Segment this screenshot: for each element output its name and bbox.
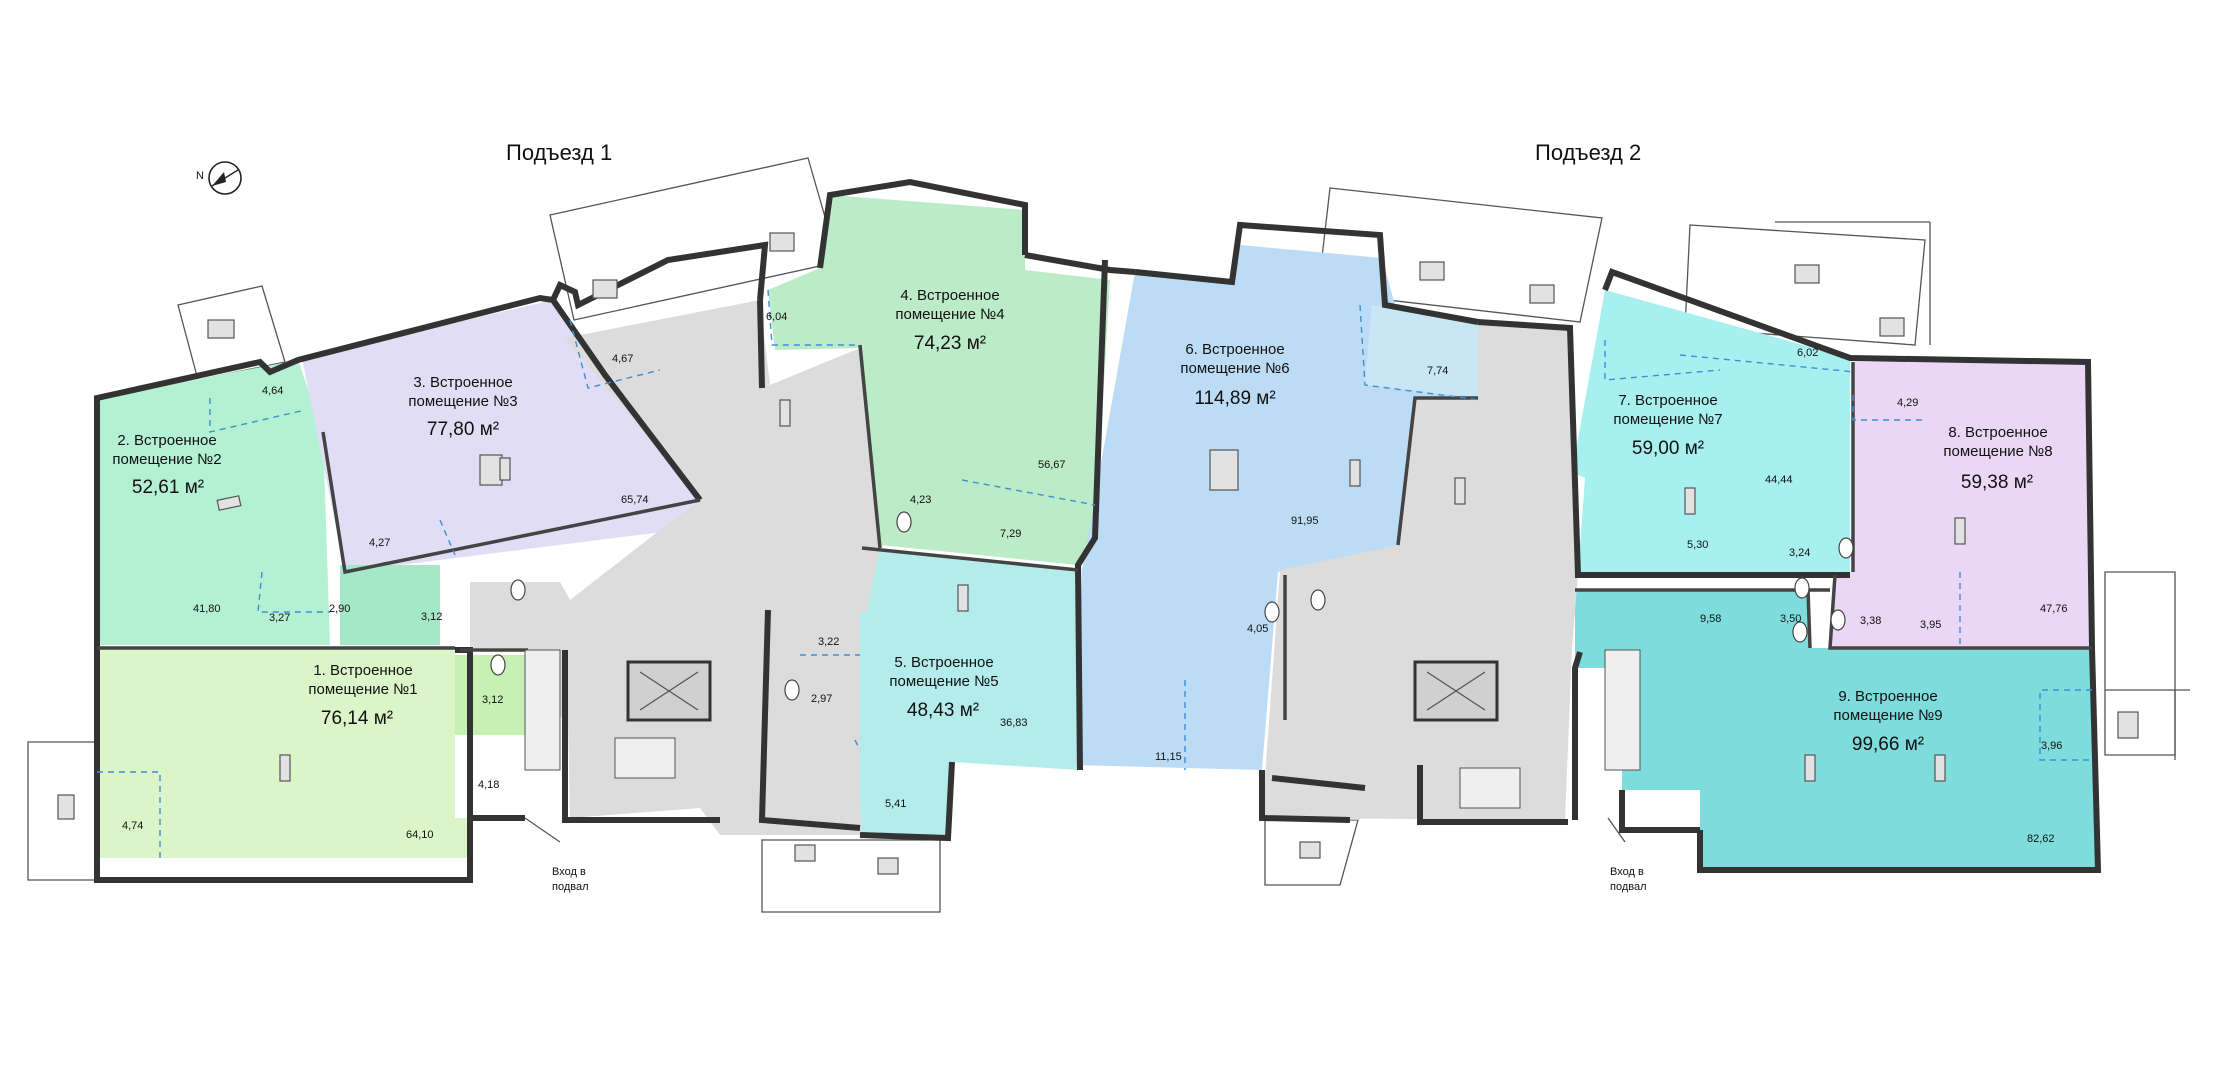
room-4	[768, 195, 1110, 565]
room-6-name-line1: 6. Встроенное	[1185, 341, 1284, 358]
sub-area: 4,74	[122, 820, 143, 832]
sub-area: 4,27	[369, 537, 390, 549]
sub-area: 64,10	[406, 829, 434, 841]
sub-area: 3,38	[1860, 615, 1881, 627]
sub-area: 4,18	[478, 779, 499, 791]
room-2-name-line1: 2. Встроенное	[117, 432, 216, 449]
room-1-name-line1: 1. Встроенное	[313, 662, 412, 679]
room-4-area: 74,23 м²	[914, 333, 986, 354]
room-2-name-line2: помещение №2	[112, 451, 221, 468]
sub-area: 5,30	[1687, 539, 1708, 551]
sub-area: 4,67	[612, 353, 633, 365]
room-9-area: 99,66 м²	[1852, 734, 1924, 755]
sub-area: 7,74	[1427, 365, 1448, 377]
north-label: N	[196, 170, 204, 182]
room-3-name-line2: помещение №3	[408, 393, 517, 410]
basement-entry-2-line1: Вход в	[1610, 866, 1644, 878]
room-6-name-line2: помещение №6	[1180, 360, 1289, 377]
room-3-name-line1: 3. Встроенное	[413, 374, 512, 391]
room-5-name-line1: 5. Встроенное	[894, 654, 993, 671]
sub-area: 5,41	[885, 798, 906, 810]
sub-area: 3,96	[2041, 740, 2062, 752]
sub-zone-lines	[97, 289, 2092, 858]
room-5-name-line2: помещение №5	[889, 673, 998, 690]
sub-area: 4,05	[1247, 623, 1268, 635]
sub-area: 3,22	[818, 636, 839, 648]
sub-area: 3,27	[269, 612, 290, 624]
room-7-name-line1: 7. Встроенное	[1618, 392, 1717, 409]
sub-area: 6,04	[766, 311, 787, 323]
room-labels: 1. Встроенное помещение №1 76,14 м² 2. В…	[112, 287, 2052, 755]
room-2	[97, 360, 330, 645]
room-7-area: 59,00 м²	[1632, 438, 1704, 459]
room-4-name-line1: 4. Встроенное	[900, 287, 999, 304]
entrance-1-heading: Подъезд 1	[506, 140, 612, 165]
sub-area: 82,62	[2027, 833, 2055, 845]
basement-entry-notes: Вход в подвал Вход в подвал	[524, 817, 1647, 893]
room-8-name-line1: 8. Встроенное	[1948, 424, 2047, 441]
sub-area: 9,58	[1700, 613, 1721, 625]
basement-entry-2-line2: подвал	[1610, 881, 1647, 893]
room-4-name-line2: помещение №4	[895, 306, 1004, 323]
sub-area: 2,97	[811, 693, 832, 705]
sub-area: 44,44	[1765, 474, 1793, 486]
sub-area: 3,95	[1920, 619, 1941, 631]
sub-area: 65,74	[621, 494, 649, 506]
room-5-area: 48,43 м²	[907, 700, 979, 721]
sub-area: 56,67	[1038, 459, 1066, 471]
sub-area: 7,29	[1000, 528, 1021, 540]
sub-area: 4,23	[910, 494, 931, 506]
room-1-name-line2: помещение №1	[308, 681, 417, 698]
room-7	[1572, 290, 1850, 572]
fixtures	[57, 232, 2139, 875]
room-8-area: 59,38 м²	[1961, 472, 2033, 493]
sub-area: 2,90	[329, 603, 350, 615]
sub-area: 91,95	[1291, 515, 1319, 527]
room-3-area: 77,80 м²	[427, 419, 499, 440]
sub-area: 4,64	[262, 385, 283, 397]
sub-area: 36,83	[1000, 717, 1028, 729]
sub-area: 3,24	[1789, 547, 1810, 559]
room-8	[1830, 362, 2092, 648]
room-6-area: 114,89 м²	[1194, 388, 1275, 409]
room-9-name-line2: помещение №9	[1833, 707, 1942, 724]
room-7-name-line2: помещение №7	[1613, 411, 1722, 428]
entrance-2-heading: Подъезд 2	[1535, 140, 1641, 165]
basement-entry-1-line2: подвал	[552, 881, 589, 893]
sub-area: 3,12	[482, 694, 503, 706]
sub-area: 41,80	[193, 603, 221, 615]
sub-area: 11,15	[1155, 751, 1182, 763]
sub-area: 6,02	[1797, 347, 1818, 359]
room-1	[97, 648, 470, 858]
sub-area: 47,76	[2040, 603, 2068, 615]
room-9-name-line1: 9. Встроенное	[1838, 688, 1937, 705]
basement-entry-1-line1: Вход в	[552, 866, 586, 878]
sub-area: 4,29	[1897, 397, 1918, 409]
room-1-area: 76,14 м²	[321, 708, 393, 729]
sub-area: 3,12	[421, 611, 442, 623]
room-8-name-line2: помещение №8	[1943, 443, 2052, 460]
walls	[94, 178, 2102, 883]
sub-area: 3,50	[1780, 613, 1801, 625]
rooms-fill	[97, 195, 2098, 870]
sub-area-labels: 64,10 4,74 4,18 3,12 41,80 4,64 3,27 2,9…	[122, 311, 2068, 845]
room-2-area: 52,61 м²	[132, 477, 204, 498]
room-9	[1575, 590, 2098, 870]
north-arrow: N	[196, 161, 242, 195]
